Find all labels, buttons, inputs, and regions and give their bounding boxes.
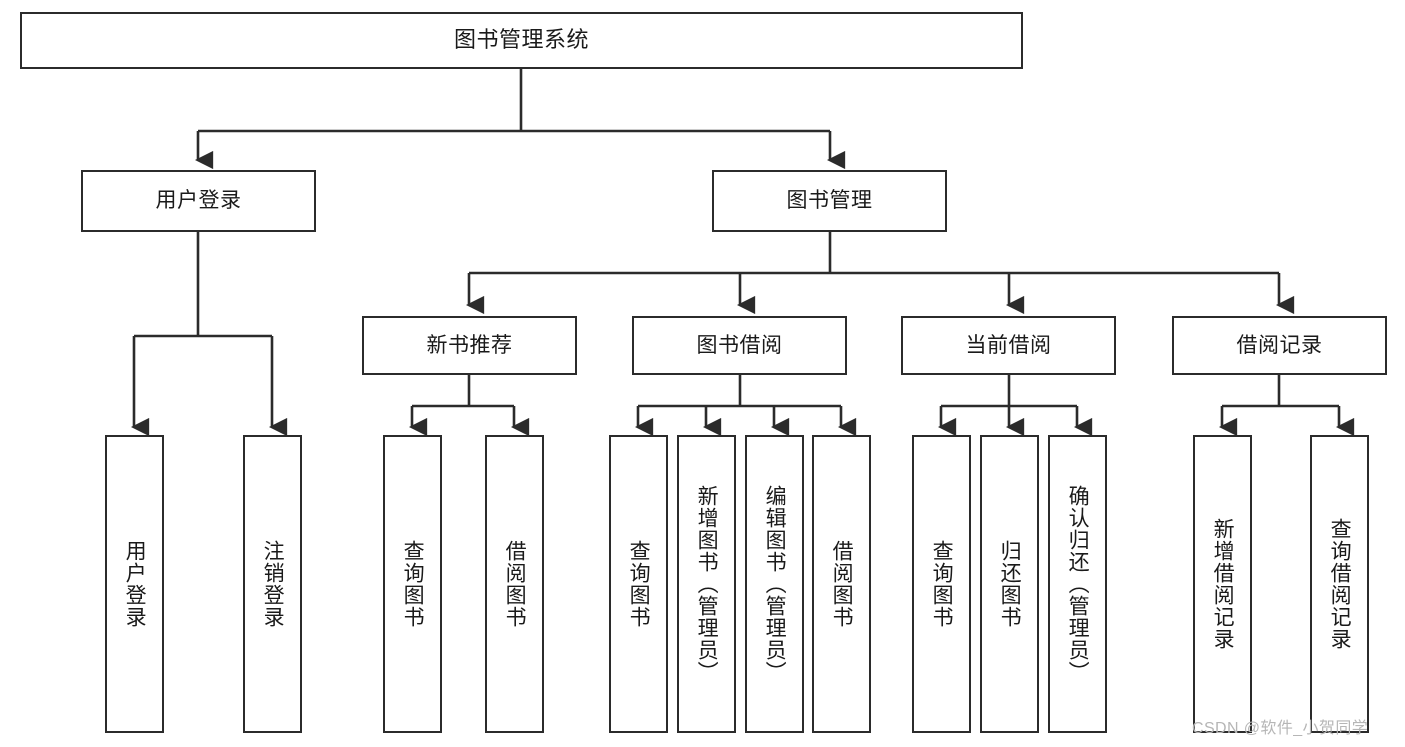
csdn-watermark: CSDN @软件_小贺同学 — [1192, 720, 1369, 737]
node-current-borrow-label: 当前借阅 — [965, 333, 1052, 357]
node-borrow-record[interactable]: 借阅记录 — [1172, 316, 1387, 375]
leaf-return-book[interactable]: 归还图书 — [980, 435, 1039, 733]
leaf-borrow-book-recommend[interactable]: 借阅图书 — [485, 435, 544, 733]
node-root-label: 图书管理系统 — [453, 27, 589, 53]
leaf-user-login[interactable]: 用户登录 — [105, 435, 164, 733]
leaf-borrow-book[interactable]: 借阅图书 — [812, 435, 871, 733]
node-book-manage[interactable]: 图书管理 — [712, 170, 947, 232]
leaf-user-logout[interactable]: 注销登录 — [243, 435, 302, 733]
node-current-borrow[interactable]: 当前借阅 — [901, 316, 1116, 375]
leaf-add-borrow-record-label: 新增借阅记录 — [1211, 518, 1235, 650]
leaf-user-logout-label: 注销登录 — [261, 540, 285, 628]
node-user-login[interactable]: 用户登录 — [81, 170, 316, 232]
leaf-query-borrow-record[interactable]: 查询借阅记录 — [1310, 435, 1369, 733]
node-new-book-recommend-label: 新书推荐 — [426, 333, 513, 357]
node-borrow-record-label: 借阅记录 — [1236, 333, 1323, 357]
leaf-add-book-admin-label: 新增图书（管理员） — [695, 485, 719, 683]
leaf-confirm-return-admin[interactable]: 确认归还（管理员） — [1048, 435, 1107, 733]
leaf-query-book-current[interactable]: 查询图书 — [912, 435, 971, 733]
leaf-add-borrow-record[interactable]: 新增借阅记录 — [1193, 435, 1252, 733]
leaf-query-book-recommend-label: 查询图书 — [401, 540, 425, 628]
node-root-system[interactable]: 图书管理系统 — [20, 12, 1023, 69]
node-new-book-recommend[interactable]: 新书推荐 — [362, 316, 577, 375]
node-book-borrow-label: 图书借阅 — [696, 333, 783, 357]
leaf-query-book-borrow-label: 查询图书 — [627, 540, 651, 628]
leaf-user-login-label: 用户登录 — [123, 540, 147, 628]
node-book-manage-label: 图书管理 — [786, 189, 873, 213]
leaf-return-book-label: 归还图书 — [998, 540, 1022, 628]
node-book-borrow[interactable]: 图书借阅 — [632, 316, 847, 375]
leaf-query-book-recommend[interactable]: 查询图书 — [383, 435, 442, 733]
node-user-login-label: 用户登录 — [155, 189, 242, 213]
leaf-edit-book-admin[interactable]: 编辑图书（管理员） — [745, 435, 804, 733]
leaf-query-book-borrow[interactable]: 查询图书 — [609, 435, 668, 733]
leaf-add-book-admin[interactable]: 新增图书（管理员） — [677, 435, 736, 733]
leaf-edit-book-admin-label: 编辑图书（管理员） — [763, 485, 787, 683]
leaf-query-book-current-label: 查询图书 — [930, 540, 954, 628]
leaf-query-borrow-record-label: 查询借阅记录 — [1328, 518, 1352, 650]
leaf-confirm-return-admin-label: 确认归还（管理员） — [1066, 485, 1090, 683]
leaf-borrow-book-recommend-label: 借阅图书 — [503, 540, 527, 628]
leaf-borrow-book-label: 借阅图书 — [830, 540, 854, 628]
